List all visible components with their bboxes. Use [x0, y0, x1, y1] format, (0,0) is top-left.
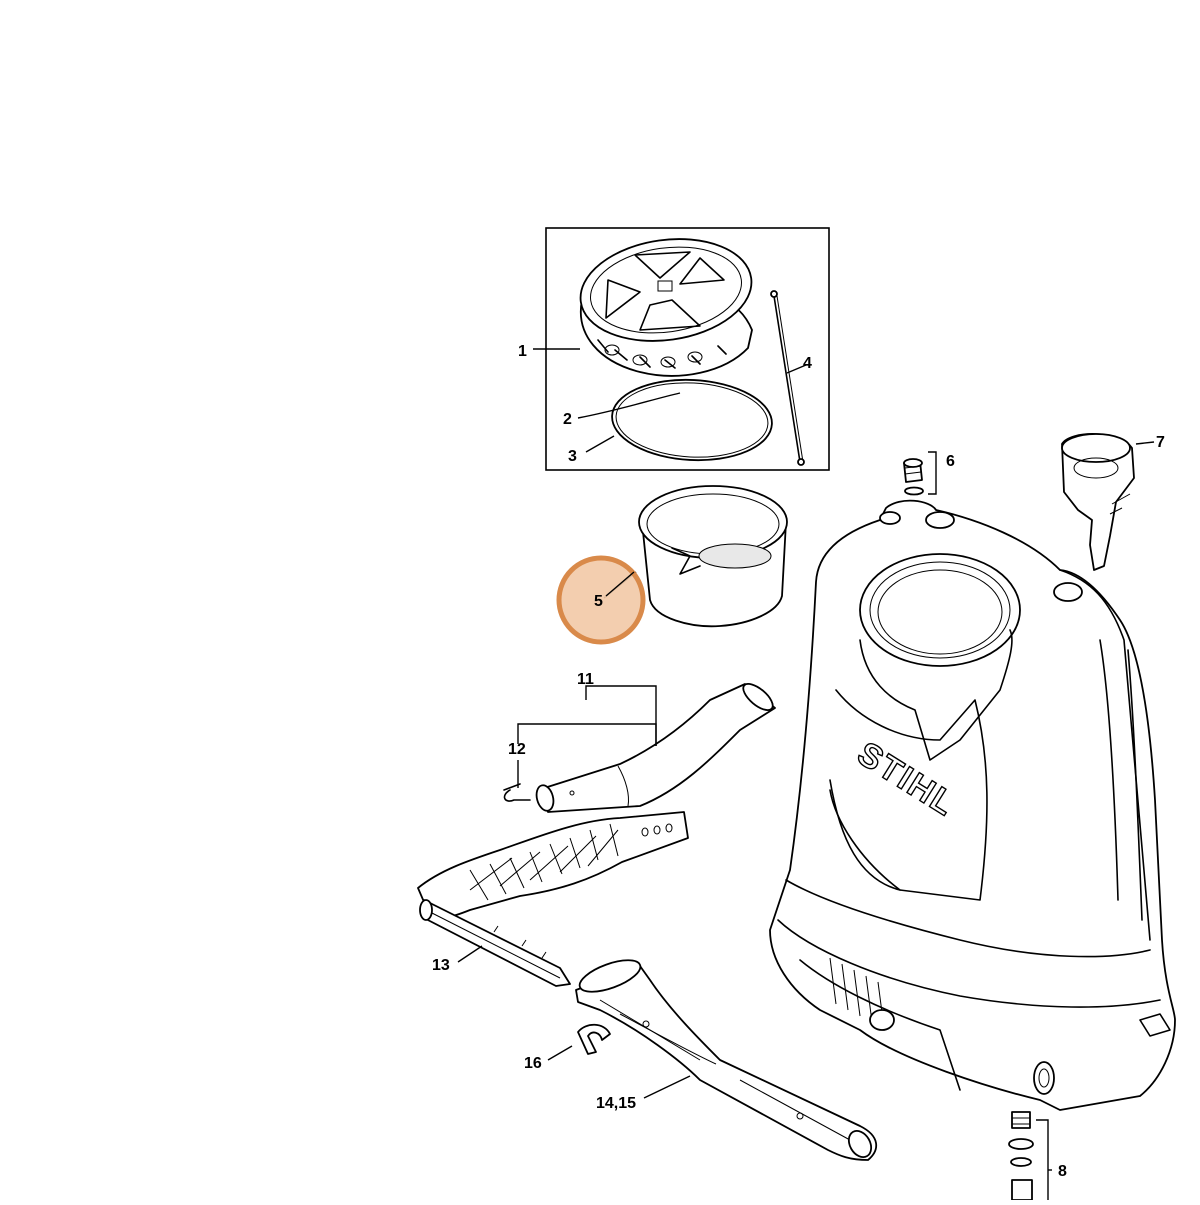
callout-13[interactable]: 13	[432, 957, 450, 974]
outlet-valve[interactable]	[1008, 1111, 1034, 1201]
strainer-basket[interactable]	[638, 485, 788, 628]
retaining-strap[interactable]	[770, 290, 805, 466]
lance-holder[interactable]	[1061, 433, 1135, 571]
callout-16[interactable]: 16	[524, 1055, 542, 1072]
callout-4[interactable]: 4	[803, 355, 812, 372]
callout-3[interactable]: 3	[568, 448, 577, 465]
callout-1[interactable]: 1	[518, 343, 527, 360]
suction-elbow[interactable]	[534, 679, 777, 813]
strap-tube[interactable]	[419, 899, 571, 987]
carrying-strap[interactable]	[417, 811, 689, 919]
tank-cap[interactable]	[574, 229, 758, 377]
callout-11[interactable]: 11	[577, 671, 594, 688]
gasket-ring[interactable]	[610, 376, 774, 464]
callout-12[interactable]: 12	[508, 741, 526, 758]
callout-8[interactable]: 8	[1058, 1163, 1067, 1180]
callout-7[interactable]: 7	[1156, 434, 1165, 451]
highlight-marker[interactable]	[556, 555, 646, 645]
callout-14-15[interactable]: 14,15	[596, 1095, 636, 1112]
spray-tank[interactable]	[769, 499, 1176, 1111]
callout-5[interactable]: 5	[594, 593, 603, 610]
callout-2[interactable]: 2	[563, 411, 572, 428]
callout-6[interactable]: 6	[946, 453, 955, 470]
handle-bar[interactable]	[575, 954, 877, 1161]
handle-clip[interactable]	[577, 1023, 611, 1055]
hose-clip[interactable]	[503, 783, 531, 802]
drain-plug[interactable]	[903, 458, 924, 496]
